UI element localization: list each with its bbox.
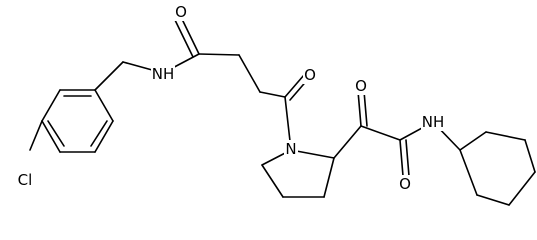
bond	[284, 74, 305, 98]
bond	[524, 139, 536, 173]
bond	[323, 157, 335, 198]
bond	[399, 139, 404, 177]
bond	[333, 125, 362, 159]
atom-label-cl: Cl	[18, 171, 33, 189]
bond	[290, 149, 335, 159]
chlorine-atom: Cl	[14, 171, 36, 189]
atom-label-o: O	[304, 66, 316, 84]
atom-label-o: O	[175, 3, 187, 21]
bond	[360, 125, 401, 141]
atom-label-o: O	[355, 77, 367, 95]
oxygen-atom: O	[303, 66, 317, 84]
bond	[90, 120, 108, 147]
bond-layer	[29, 16, 536, 206]
bond	[29, 120, 43, 151]
bond	[47, 120, 65, 147]
atom-label-n: N	[285, 140, 296, 158]
bond	[180, 16, 200, 55]
bond	[259, 91, 286, 98]
oxygen-atom: O	[174, 3, 188, 21]
oxygen-atom: O	[354, 77, 368, 95]
bond	[94, 89, 114, 122]
bond	[485, 131, 526, 141]
bond	[41, 120, 61, 153]
bond	[476, 194, 510, 206]
bond	[261, 164, 284, 198]
bond	[357, 90, 362, 127]
atom-label-nh: NH	[422, 113, 445, 131]
bond	[41, 89, 61, 122]
bond	[198, 53, 240, 56]
bond	[174, 19, 194, 58]
atom-label-layer: O NH O N O NH O Cl	[14, 3, 445, 193]
bond	[459, 149, 478, 196]
bond	[94, 61, 124, 91]
atom-label-nh: NH	[152, 65, 175, 83]
oxygen-atom: O	[398, 175, 412, 193]
bond	[94, 120, 114, 153]
bond	[405, 139, 410, 177]
pyrrolidine-nitrogen-atom: N	[284, 140, 298, 158]
chemical-structure: O NH O N O NH O Cl	[14, 3, 536, 206]
bond	[508, 171, 536, 206]
amide-nh-atom: NH	[421, 113, 445, 131]
bond	[459, 131, 487, 151]
atom-label-o: O	[399, 175, 411, 193]
amide-nh-atom: NH	[151, 65, 175, 83]
bond	[238, 54, 261, 93]
bond	[363, 90, 368, 127]
